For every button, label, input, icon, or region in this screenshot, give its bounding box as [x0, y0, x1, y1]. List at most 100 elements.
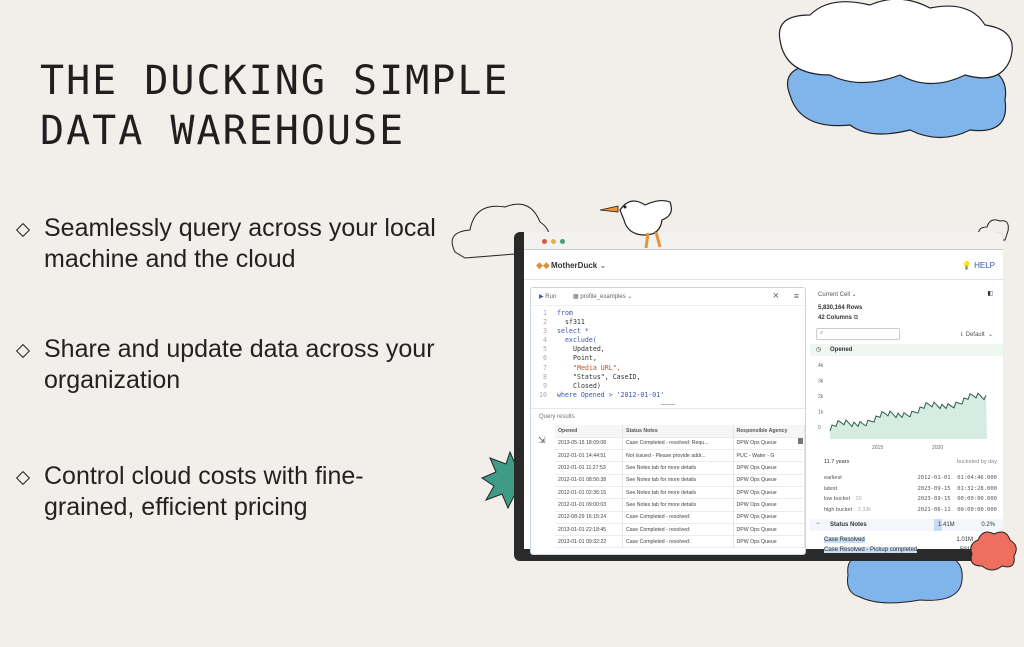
table-cell: DPW Ops Queue [733, 474, 805, 487]
code-text: Updated, [573, 345, 605, 354]
table-cell: DPW Ops Queue [733, 486, 805, 500]
current-cell-dropdown[interactable]: Current Cell ⌄ [818, 292, 857, 298]
copy-icon[interactable]: ⧉ [853, 315, 858, 321]
stat-row: latest 2023-09-15 01:32:28.000 [824, 486, 997, 497]
diamond-icon [15, 222, 31, 238]
value-count: 1.01M [956, 537, 973, 543]
app-header: ◆◆ MotherDuck ⌄ 💡 HELP [524, 250, 1003, 280]
headline: THE DUCKING SIMPLE DATA WAREHOUSE [40, 56, 509, 156]
line-number: 10 [539, 390, 547, 399]
help-button[interactable]: 💡 HELP [961, 261, 995, 270]
results-label: Query results [539, 414, 575, 420]
code-text: where Opened > '2012-01-01' [557, 390, 665, 399]
table-cell: Case Completed - resolved: [622, 535, 734, 549]
table-cell: 2013-01-01 22:18:45 [555, 523, 624, 537]
code-text: sf311 [565, 318, 585, 327]
code-text: "Media URL", [573, 363, 621, 372]
current-cell-label: Current Cell [818, 292, 851, 298]
code-text: select * [557, 327, 589, 336]
stat-time: 01:04:46.000 [957, 475, 997, 481]
maximize-dot[interactable] [560, 239, 565, 244]
code-line: 8 "Status", CaseID, [531, 373, 805, 382]
code-line: 7"Media URL", [531, 364, 805, 373]
column-name: Opened [830, 347, 853, 353]
table-cell: DPW Ops Queue [733, 511, 805, 524]
table-cell: 2013-05-15 18:09:08 [555, 437, 624, 451]
value-count: 591k [959, 547, 973, 553]
y-tick: 0 [818, 425, 821, 431]
line-number: 5 [543, 345, 547, 354]
stat-extra: 26 [855, 496, 862, 502]
close-icon[interactable]: × [772, 290, 779, 302]
stat-label: low bucket [824, 496, 850, 502]
value-label: Case Resolved - Pickup completed [824, 547, 918, 553]
column-header[interactable]: Status Notes [622, 425, 734, 438]
stat-date: 2012-01-01 [917, 475, 951, 481]
table-cell: Case Completed - resolved: Requ... [622, 437, 734, 451]
column-name: Status Notes [830, 522, 867, 528]
column-header[interactable]: Opened [555, 425, 624, 438]
bullet-3: Control cloud costs with fine-grained, e… [15, 461, 436, 523]
column-header[interactable]: Responsible Agency [733, 425, 805, 438]
y-tick: 4k [818, 363, 824, 369]
line-number: 4 [543, 336, 547, 345]
help-label: HELP [974, 261, 995, 270]
collapse-icon[interactable]: − [816, 521, 820, 527]
close-dot[interactable] [542, 239, 547, 244]
run-button[interactable]: ▶ Run [539, 294, 557, 300]
sort-label: Default [965, 332, 985, 338]
minimize-dot[interactable] [551, 239, 556, 244]
scrollbar[interactable] [798, 438, 803, 444]
line-number: 8 [543, 372, 547, 381]
table-cell: Not Issued - Please provide addr... [622, 449, 734, 463]
table-cell: See Notes tab for more details [622, 461, 734, 475]
window-titlebar [524, 232, 1003, 250]
stat-date: 2023-09-15 [917, 496, 951, 502]
code-text: Closed) [573, 381, 601, 390]
stat-label: latest [824, 485, 838, 492]
percent: 0.2% [981, 522, 995, 528]
code-line: 5 Updated, [531, 345, 805, 354]
column-explorer: Current Cell ⌄ ◧ 5,830,164 Rows 42 Colum… [810, 287, 1003, 553]
line-number: 6 [543, 354, 547, 363]
panel-toggle-icon[interactable]: ◧ [987, 291, 993, 297]
table-cell: 2012-01-01 11:27:53 [555, 461, 624, 475]
sort-dropdown[interactable]: ⇂ Default ⌄ [958, 332, 993, 338]
table-cell: DPW Ops Queue [733, 437, 805, 451]
table-cell: 2012-08-29 16:15:24 [555, 511, 624, 524]
y-tick: 3k [818, 379, 824, 385]
code-text: Point, [573, 354, 597, 363]
column-row-opened[interactable]: ◷ Opened [810, 344, 1003, 356]
line-number: 2 [543, 318, 547, 327]
column-row-status-notes[interactable]: − Status Notes 1.41M 0.2% [810, 519, 1003, 531]
notebook-selector[interactable]: ▦ profile_examples ⌄ [573, 294, 633, 300]
stat-extra: 3.33k [857, 506, 872, 513]
stat-row: earliest 2012-01-01 01:04:46.000 [824, 475, 997, 486]
code-text: exclude( [565, 336, 597, 345]
notebook-name: profile_examples [580, 294, 626, 300]
code-text: "Status", CaseID, [573, 372, 641, 381]
bullet-text: Seamlessly query across your local machi… [44, 214, 436, 273]
brand-menu[interactable]: MotherDuck ⌄ [551, 261, 607, 270]
count: 1.41M [938, 522, 955, 528]
export-icon[interactable]: ⇲ [538, 435, 546, 445]
x-tick: 2015 [872, 445, 883, 451]
table-cell: DPW Ops Queue [733, 461, 805, 475]
app-content: ◆◆ MotherDuck ⌄ 💡 HELP ▶ Run ▦ profile_e… [524, 250, 1003, 555]
menu-icon[interactable]: ≡ [793, 291, 799, 301]
search-input[interactable]: ⌕ [816, 328, 900, 340]
resize-handle[interactable] [661, 404, 675, 405]
